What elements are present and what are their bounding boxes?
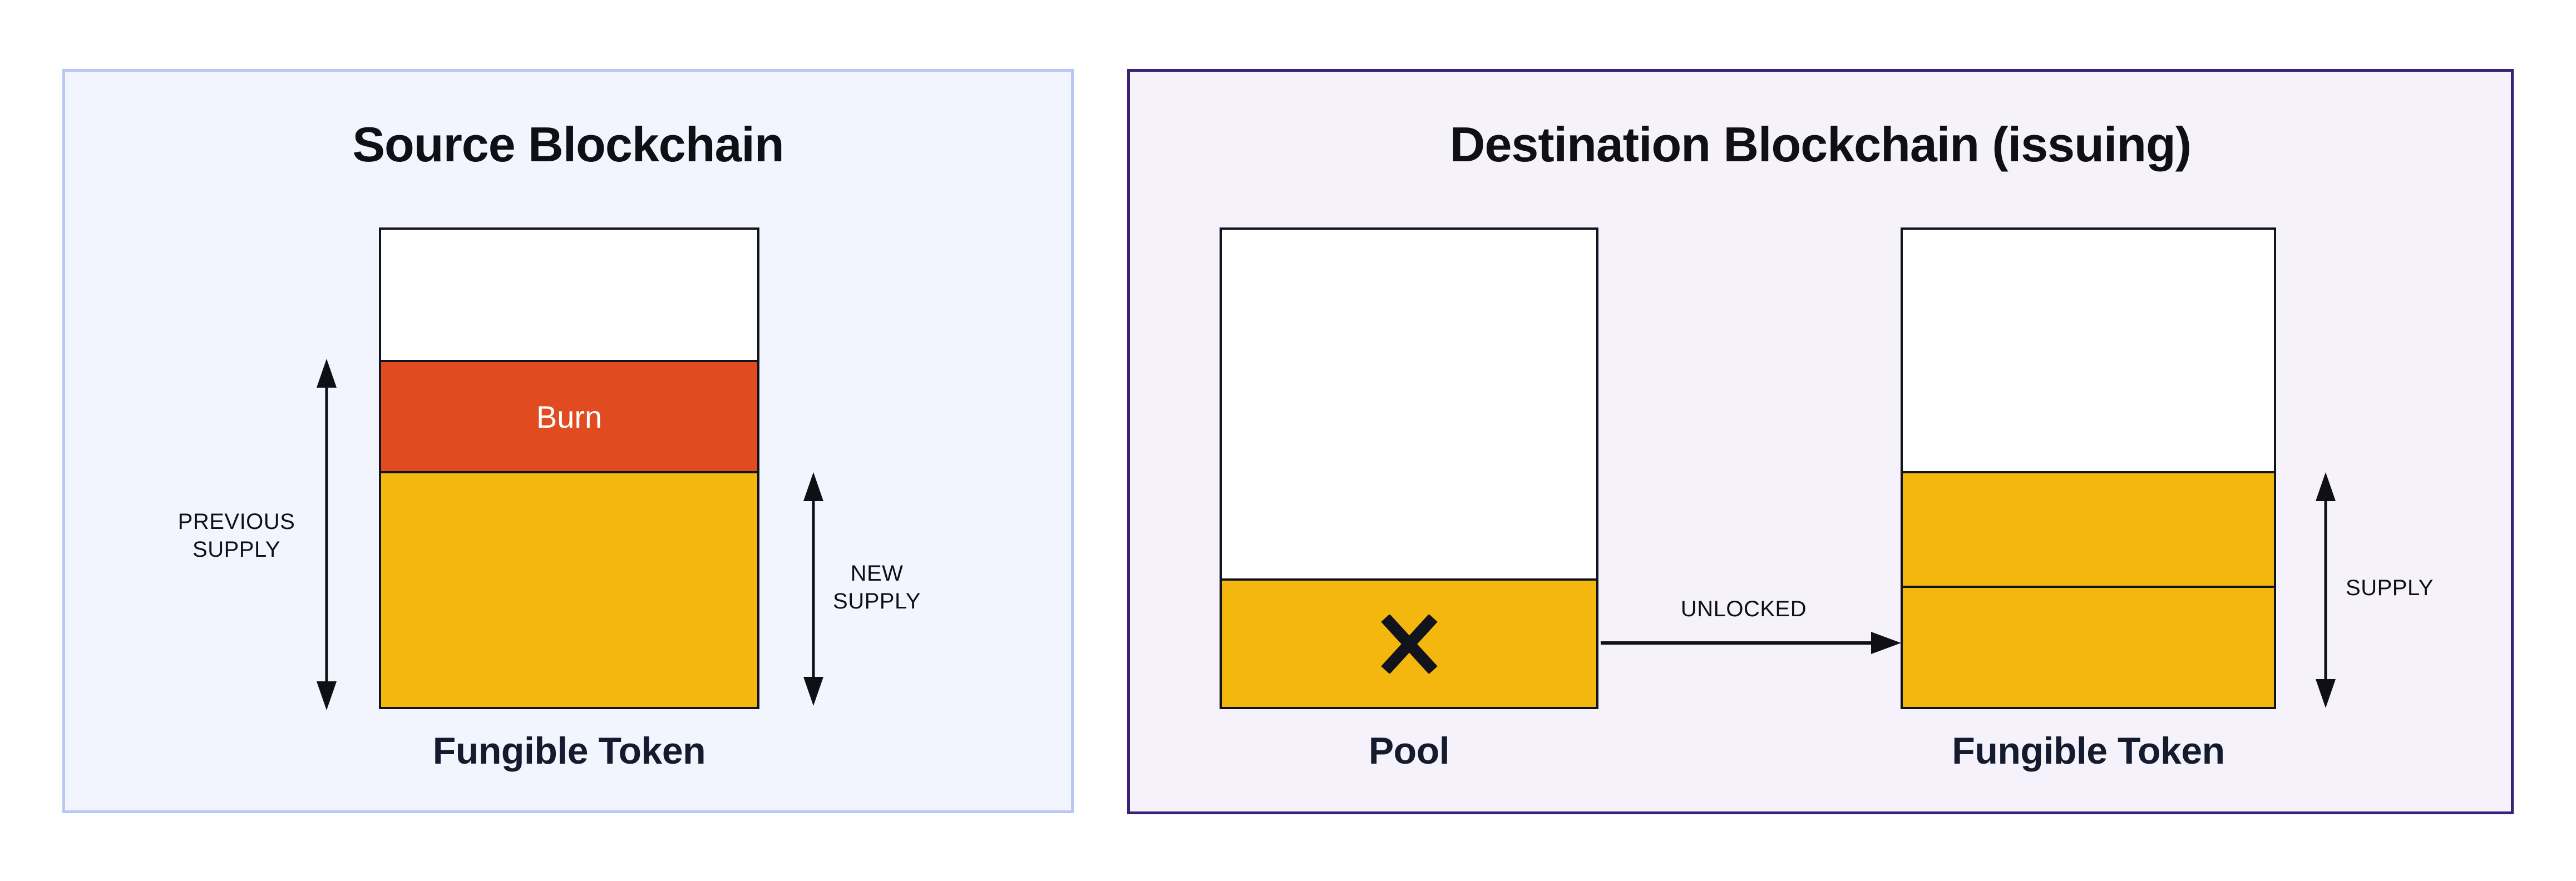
- source-supply-segment: [381, 473, 757, 707]
- previous-supply-arrow-icon: [311, 359, 342, 710]
- pool-bar: [1220, 227, 1598, 709]
- destination-token-bar-caption: Fungible Token: [1952, 730, 2225, 772]
- pool-locked-segment: [1222, 578, 1596, 707]
- source-blockchain-panel: Source Blockchain Burn PREVIOUS SUPPLY: [62, 69, 1074, 813]
- source-bar-empty-segment: [381, 230, 757, 360]
- destination-token-bar: [1901, 227, 2276, 709]
- burn-label: Burn: [536, 399, 603, 434]
- destination-panel-title: Destination Blockchain (issuing): [1449, 117, 2192, 172]
- new-supply-label-line1: NEW: [850, 561, 904, 586]
- destination-blockchain-panel: Destination Blockchain (issuing) Pool UN…: [1127, 69, 2514, 814]
- pool-bar-caption: Pool: [1368, 730, 1450, 772]
- x-mark-icon: [1380, 614, 1439, 674]
- previous-supply-label-line1: PREVIOUS: [177, 509, 295, 534]
- unlocked-arrow-icon: [1601, 627, 1901, 659]
- burn-segment: Burn: [381, 360, 757, 473]
- previous-supply-label: PREVIOUS SUPPLY: [125, 508, 348, 563]
- source-token-bar-caption: Fungible Token: [432, 730, 706, 772]
- supply-label: SUPPLY: [2346, 576, 2434, 600]
- pool-bar-empty-segment: [1222, 230, 1596, 578]
- destination-bar-empty-segment: [1903, 230, 2274, 471]
- previous-supply-label-line2: SUPPLY: [193, 537, 280, 562]
- new-supply-label-line2: SUPPLY: [833, 589, 921, 613]
- source-panel-title: Source Blockchain: [352, 117, 784, 172]
- destination-supply-segment-bottom: [1903, 586, 2274, 707]
- unlocked-label: UNLOCKED: [1680, 597, 1807, 621]
- new-supply-label: NEW SUPPLY: [766, 560, 988, 615]
- destination-supply-segment-top: [1903, 471, 2274, 586]
- new-supply-arrow-icon: [798, 472, 829, 706]
- supply-arrow-icon: [2310, 472, 2341, 708]
- source-token-bar: Burn: [379, 227, 759, 709]
